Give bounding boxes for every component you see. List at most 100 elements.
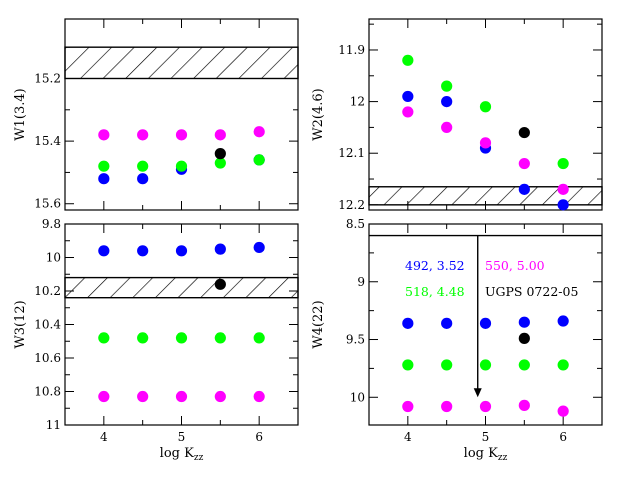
data-point xyxy=(98,332,110,344)
data-point xyxy=(518,316,530,328)
x-tick-label: 5 xyxy=(482,430,490,444)
y-tick-label: 15.4 xyxy=(34,134,61,148)
data-point xyxy=(402,54,414,66)
x-axis-label: log Kzz xyxy=(160,446,204,463)
x-axis-label-subscript: zz xyxy=(498,453,508,463)
data-point xyxy=(253,332,265,344)
x-tick-label: 6 xyxy=(559,430,567,444)
y-axis-label: W1(3.4) xyxy=(13,88,28,140)
data-point xyxy=(214,390,226,403)
y-axis-label: W3(12) xyxy=(13,300,28,348)
data-point xyxy=(214,243,226,255)
data-point xyxy=(253,241,265,254)
y-tick-label: 9.5 xyxy=(346,333,365,347)
data-point xyxy=(518,126,530,139)
y-tick-label: 8.5 xyxy=(346,217,365,231)
data-point xyxy=(98,173,110,185)
x-tick-label: 6 xyxy=(255,430,263,444)
data-point xyxy=(441,317,453,329)
x-axis-label-main: log K xyxy=(464,446,498,461)
panel-w2: 11.9 12 12.1 12.2 W2(4.6) xyxy=(311,18,603,212)
x-tick-label: 4 xyxy=(404,430,412,444)
x-axis-label-main: log K xyxy=(160,446,194,461)
y-tick-label: 10.6 xyxy=(34,351,61,365)
y-tick-label: 10.8 xyxy=(34,385,61,399)
data-point xyxy=(479,400,492,413)
data-point xyxy=(479,317,492,329)
x-axis-label-subscript: zz xyxy=(194,453,204,463)
legend-entry: 492, 3.52 xyxy=(405,258,465,273)
data-point xyxy=(137,390,149,403)
data-point xyxy=(441,121,453,134)
observed-band xyxy=(64,276,299,299)
data-point xyxy=(214,332,226,344)
y-tick-label: 12 xyxy=(350,95,365,109)
observed-band xyxy=(64,46,299,80)
limit-arrow-head xyxy=(473,388,482,398)
data-point xyxy=(402,317,414,329)
y-tick-label: 9.8 xyxy=(42,217,61,231)
data-point xyxy=(98,160,110,172)
data-point xyxy=(479,359,492,371)
data-point xyxy=(214,157,226,169)
data-point xyxy=(175,332,188,344)
y-tick-label: 12.2 xyxy=(338,198,365,212)
data-point xyxy=(557,199,569,211)
data-point xyxy=(557,157,569,170)
y-tick-label: 10.4 xyxy=(34,318,61,332)
legend-entry: 550, 5.00 xyxy=(485,258,545,273)
y-tick-label: 15.6 xyxy=(34,197,61,211)
data-point xyxy=(137,160,149,172)
data-point xyxy=(137,332,149,344)
data-point xyxy=(175,129,188,141)
data-point xyxy=(98,245,110,257)
data-point xyxy=(557,359,569,371)
data-point xyxy=(214,148,226,160)
data-point xyxy=(402,90,414,103)
data-point xyxy=(557,183,569,195)
data-point xyxy=(557,315,569,327)
y-axis-label: W4(22) xyxy=(311,300,326,348)
y-tick-label: 12.1 xyxy=(338,146,365,160)
x-tick-label: 4 xyxy=(100,430,108,444)
data-point xyxy=(137,245,149,257)
data-point xyxy=(175,245,188,257)
y-axis-label: W2(4.6) xyxy=(311,88,326,140)
y-tick-label: 15.2 xyxy=(34,71,61,85)
data-point xyxy=(518,157,530,170)
panel-w1: 15.2 15.4 15.6 W1(3.4) xyxy=(13,18,299,211)
legend-entry: UGPS 0722-05 xyxy=(485,284,578,299)
data-point xyxy=(441,80,453,92)
panel-w4: 4 5 6 log Kzz 8.5 9 9.5 10 W4(22) 492, 3.52 550, 5… xyxy=(311,217,603,463)
y-tick-label: 11 xyxy=(46,418,61,432)
data-point xyxy=(402,400,414,413)
legend-entry: 518, 4.48 xyxy=(405,284,465,299)
data-point xyxy=(557,405,569,417)
y-tick-label: 9 xyxy=(357,275,365,289)
y-tick-label: 11.9 xyxy=(338,43,365,57)
data-point xyxy=(441,359,453,371)
data-point xyxy=(214,278,226,290)
data-point xyxy=(137,129,149,141)
data-point xyxy=(518,183,530,195)
data-point xyxy=(441,400,453,413)
data-point xyxy=(253,126,265,138)
data-point xyxy=(137,173,149,185)
y-tick-label: 10.2 xyxy=(34,284,61,298)
data-point xyxy=(479,137,492,149)
data-point xyxy=(518,359,530,371)
data-point xyxy=(402,106,414,118)
data-point xyxy=(175,160,188,172)
data-point xyxy=(98,390,110,403)
data-point xyxy=(98,129,110,141)
data-point xyxy=(479,101,492,113)
data-point xyxy=(253,390,265,403)
data-point xyxy=(402,359,414,371)
data-point xyxy=(214,129,226,141)
x-tick-label: 5 xyxy=(178,430,186,444)
data-point xyxy=(175,390,188,403)
y-tick-label: 10 xyxy=(350,390,365,404)
data-point xyxy=(441,95,453,108)
